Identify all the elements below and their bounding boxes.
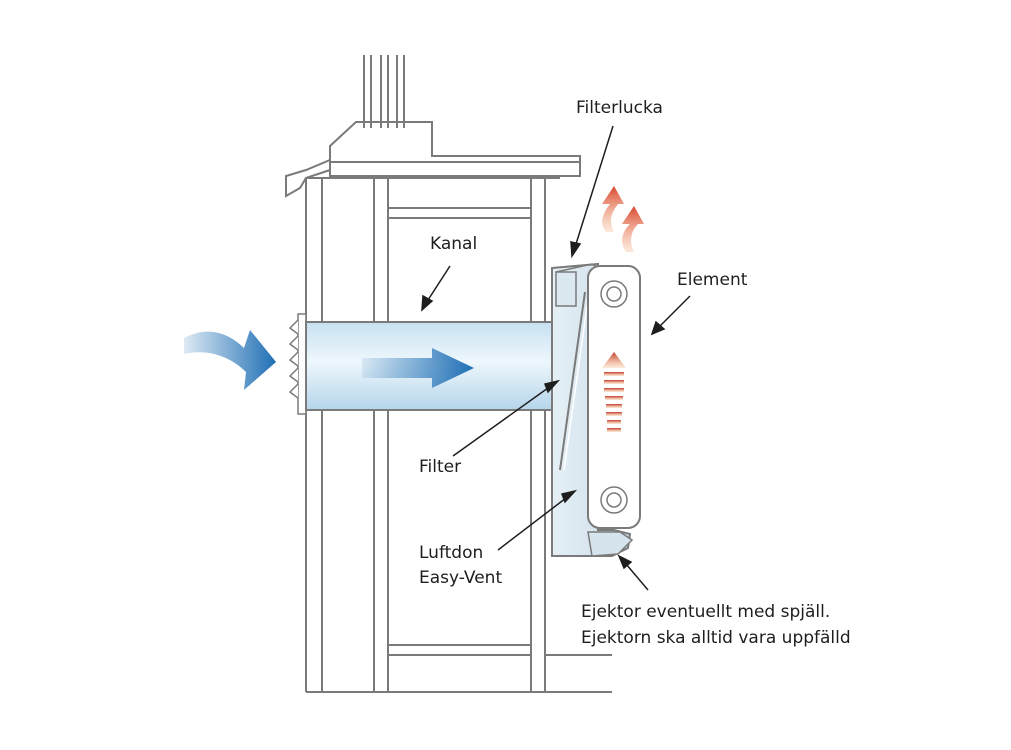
ejector (587, 531, 634, 557)
wall-structure (305, 178, 612, 693)
window-rods (363, 55, 405, 128)
duct-airflow-arrow (362, 348, 474, 388)
radiator-element (587, 265, 641, 529)
label-ejektor-line1: Ejektor eventuellt med spjäll. (581, 602, 831, 622)
label-kanal: Kanal (430, 234, 478, 254)
window-sill (285, 121, 581, 198)
label-easy-vent: Easy-Vent (419, 568, 503, 588)
label-filterlucka: Filterlucka (576, 98, 663, 118)
label-ejektor-line2: Ejektorn ska alltid vara uppfälld (581, 628, 851, 648)
outer-grille (288, 313, 307, 415)
filter-plate (559, 291, 586, 471)
heat-arrow-inside (602, 352, 626, 432)
label-filter: Filter (419, 457, 462, 477)
label-element: Element (677, 270, 748, 290)
pointer-arrows (421, 125, 691, 591)
warm-air-arrows (602, 186, 644, 252)
inflow-arrow (184, 330, 276, 390)
label-luftdon: Luftdon (419, 543, 484, 563)
